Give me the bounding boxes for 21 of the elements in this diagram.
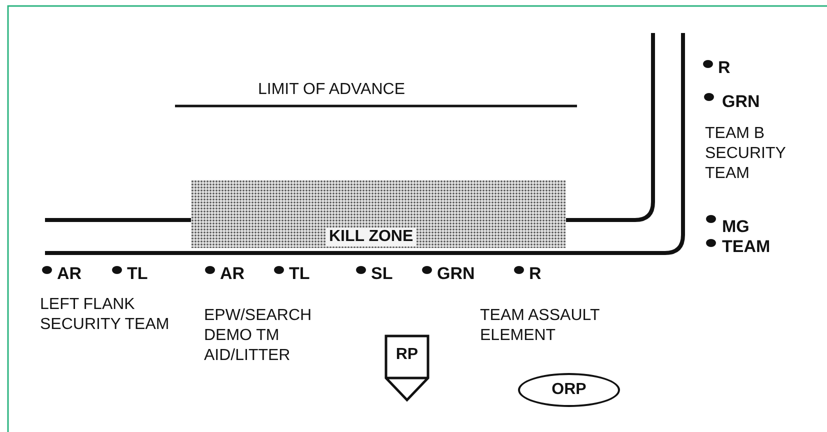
symbol-label: RP [394,346,420,364]
position-label: SL [371,264,394,284]
position-label: AR [220,264,246,284]
text-label: EPW/SEARCH DEMO TM AID/LITTER [204,306,313,366]
text-label: LIMIT OF ADVANCE [258,80,406,100]
area-label: KILL ZONE [326,228,416,246]
text-label: TEAM B SECURITY TEAM [705,124,787,184]
text-label: LEFT FLANK SECURITY TEAM [40,295,170,335]
position-label: MG TEAM [722,217,772,257]
symbol-label: ORP [550,381,588,399]
kill-zone-area [191,180,566,248]
position-label: GRN [722,92,761,112]
text-label: TEAM ASSAULT ELEMENT [480,306,600,346]
position-label: R [718,58,732,78]
position-label: R [529,264,542,284]
rally-point-oval [518,373,620,407]
position-label: AR [57,264,83,284]
position-label: TL [127,264,149,284]
position-label: TL [289,264,311,284]
release-point-symbol [384,334,430,402]
position-label: GRN [437,264,476,284]
